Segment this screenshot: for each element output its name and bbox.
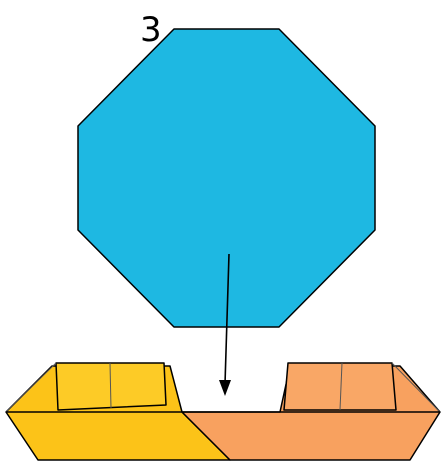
octagon-icon: [77, 28, 376, 328]
down-arrow-icon: [219, 253, 231, 396]
folded-tray: [5, 362, 441, 461]
tray-right-crease: [339, 362, 343, 411]
step-number: 3: [140, 10, 162, 50]
tray-right-wall: [283, 362, 397, 411]
tray-right-corner-fold: [391, 362, 441, 413]
tray-left-corner-fold: [5, 362, 57, 413]
tray-left-crease: [109, 362, 112, 409]
